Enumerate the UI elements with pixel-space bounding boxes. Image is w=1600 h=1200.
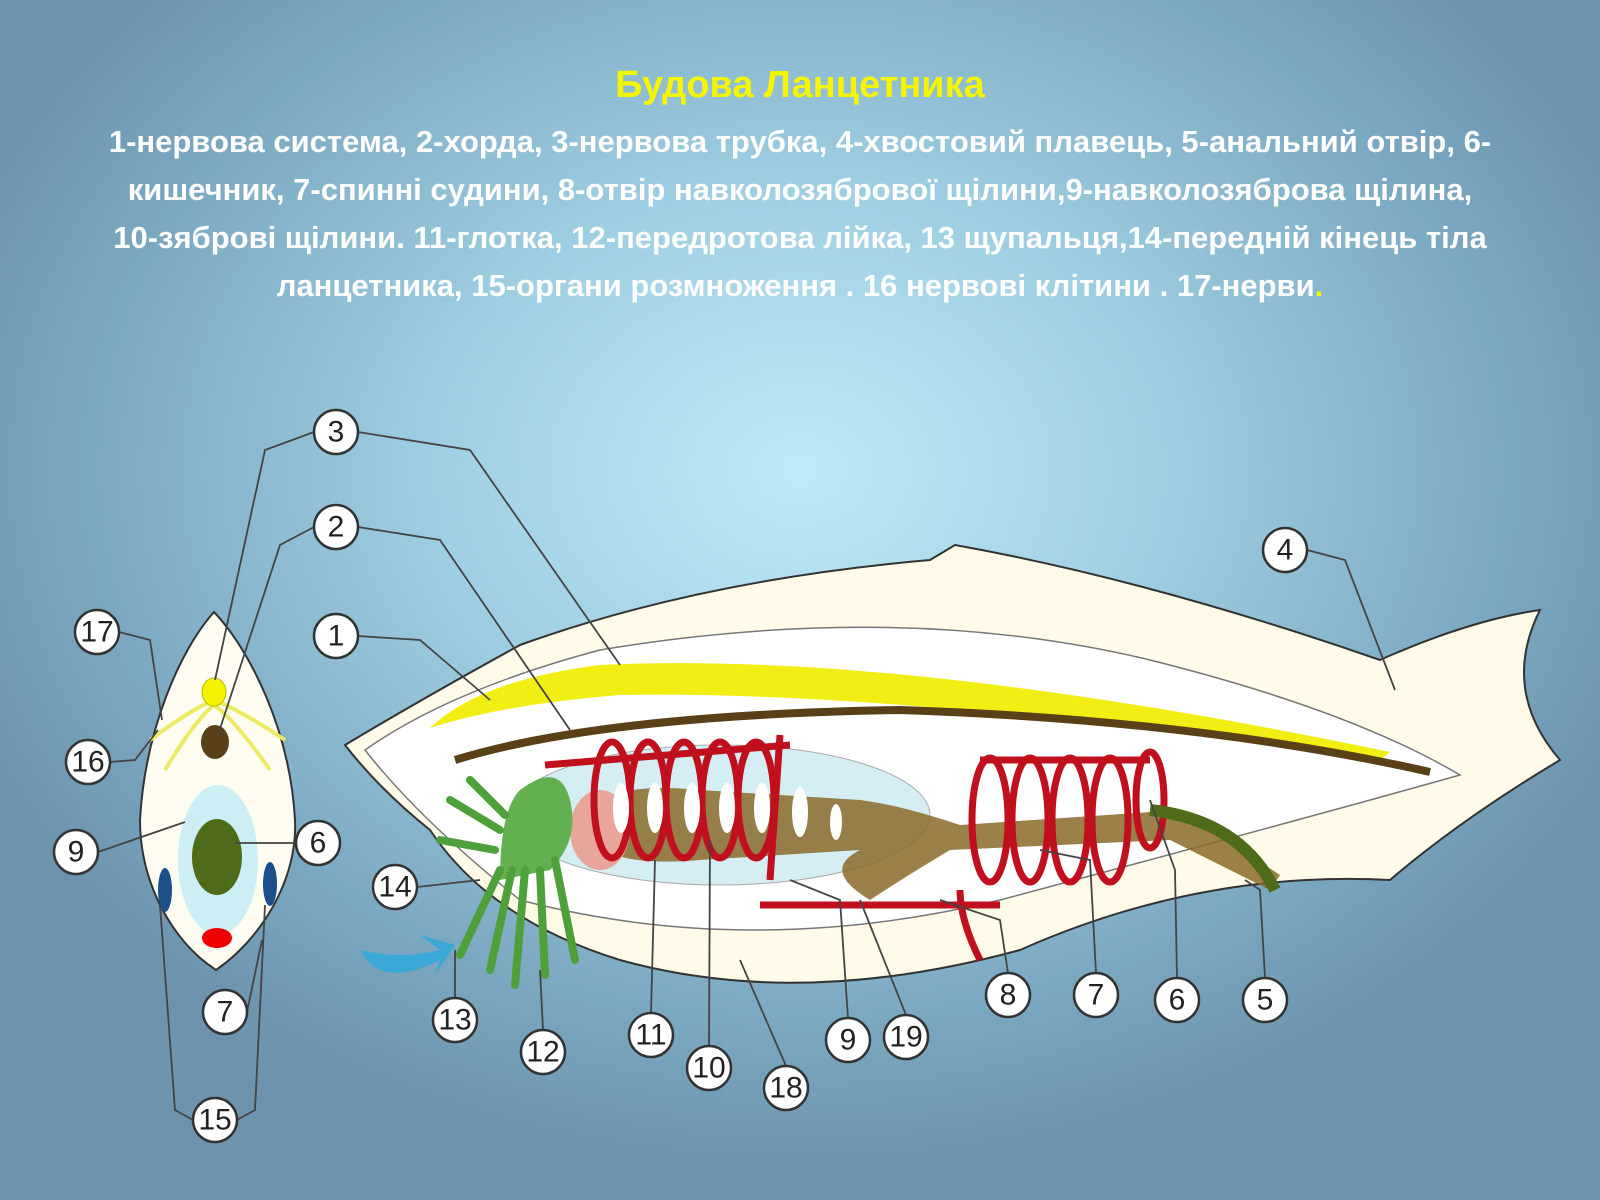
svg-text:8: 8 <box>1000 979 1017 1012</box>
label-5: 5 <box>1241 976 1289 1024</box>
label-16: 16 <box>64 738 112 786</box>
label-9: 9 <box>824 1016 872 1064</box>
label-10: 10 <box>685 1044 733 1092</box>
svg-text:6: 6 <box>310 827 327 860</box>
label-7-cross: 7 <box>201 988 249 1036</box>
slide-title: Будова Ланцетника <box>615 64 985 106</box>
cross-section <box>138 610 297 972</box>
water-flow-arrow <box>360 935 455 975</box>
svg-text:17: 17 <box>80 616 113 649</box>
label-7: 7 <box>1072 971 1120 1019</box>
label-4: 4 <box>1261 526 1309 574</box>
svg-text:6: 6 <box>1169 984 1186 1017</box>
leader-lines <box>97 431 1396 1121</box>
label-18: 18 <box>762 1064 810 1112</box>
svg-text:7: 7 <box>1088 979 1105 1012</box>
svg-text:15: 15 <box>198 1104 231 1137</box>
svg-text:9: 9 <box>68 836 85 869</box>
description-end: . <box>1314 268 1324 303</box>
label-19: 19 <box>882 1013 930 1061</box>
slide-description: 1-нервова система, 2-хорда, 3-нервова тр… <box>105 118 1495 310</box>
svg-text:2: 2 <box>328 511 345 544</box>
label-8: 8 <box>984 971 1032 1019</box>
label-1: 1 <box>312 612 360 660</box>
svg-text:5: 5 <box>1257 984 1274 1017</box>
svg-text:14: 14 <box>378 871 411 904</box>
svg-text:16: 16 <box>71 746 104 779</box>
label-15: 15 <box>191 1096 239 1144</box>
svg-text:4: 4 <box>1277 534 1294 567</box>
label-13: 13 <box>431 996 479 1044</box>
svg-text:3: 3 <box>328 416 345 449</box>
svg-text:19: 19 <box>889 1021 922 1054</box>
svg-text:11: 11 <box>635 1019 666 1052</box>
label-6-cross: 6 <box>294 819 342 867</box>
label-14: 14 <box>371 863 419 911</box>
label-12: 12 <box>519 1028 567 1076</box>
description-text: 1-нервова система, 2-хорда, 3-нервова тр… <box>108 124 1492 303</box>
svg-text:12: 12 <box>526 1036 559 1069</box>
svg-text:1: 1 <box>328 620 345 653</box>
lancelet-body <box>343 543 1562 989</box>
label-11: 11 <box>627 1011 675 1059</box>
part-labels: 3 2 1 17 16 9 6 7 15 14 13 12 11 10 18 9… <box>52 408 1309 1144</box>
label-17: 17 <box>73 608 121 656</box>
svg-text:18: 18 <box>769 1072 802 1105</box>
svg-text:10: 10 <box>692 1052 725 1085</box>
oral-hood <box>436 776 579 989</box>
svg-text:13: 13 <box>438 1004 471 1037</box>
label-6: 6 <box>1153 976 1201 1024</box>
svg-text:7: 7 <box>217 996 234 1029</box>
svg-text:9: 9 <box>840 1024 857 1057</box>
label-9-cross: 9 <box>52 828 100 876</box>
label-2: 2 <box>312 503 360 551</box>
label-3: 3 <box>312 408 360 456</box>
